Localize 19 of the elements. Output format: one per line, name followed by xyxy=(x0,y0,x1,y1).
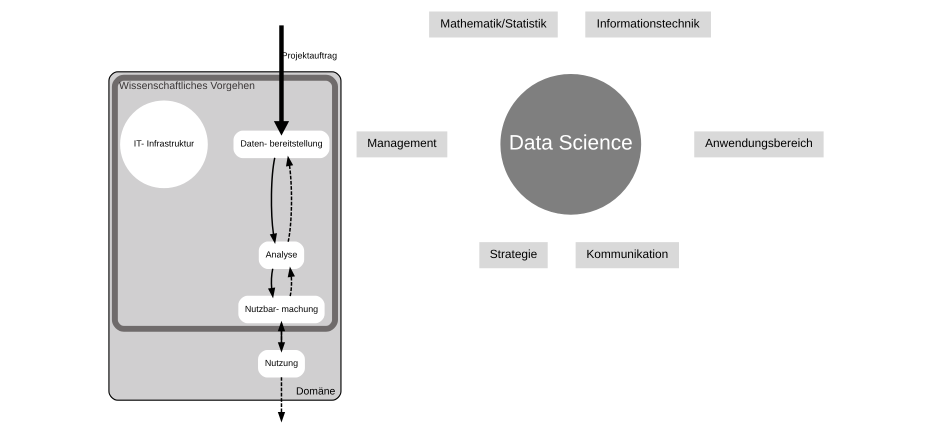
node-box: Analyse xyxy=(258,241,304,269)
arrow xyxy=(288,266,295,296)
arrow xyxy=(278,320,286,350)
arrow xyxy=(286,156,294,242)
arrow xyxy=(268,268,276,298)
node-box: Informationstechnik xyxy=(584,10,712,38)
node-box: Nutzbar- machung xyxy=(238,296,325,324)
node-circle: IT- Infrastruktur xyxy=(120,100,208,188)
node-circle: Data Science xyxy=(500,74,642,215)
node-box: Anwendungsbereich xyxy=(694,130,824,158)
node-box: Daten- bereitstellung xyxy=(234,130,330,158)
arrow xyxy=(270,158,277,244)
node-box: Kommunikation xyxy=(574,241,680,269)
arrow xyxy=(278,377,286,422)
node-box: Nutzung xyxy=(258,350,305,378)
node-box: Mathematik/Statistik xyxy=(428,10,559,38)
node-box: Management xyxy=(356,130,448,158)
node-box: Strategie xyxy=(478,241,548,269)
arrow xyxy=(274,25,290,136)
